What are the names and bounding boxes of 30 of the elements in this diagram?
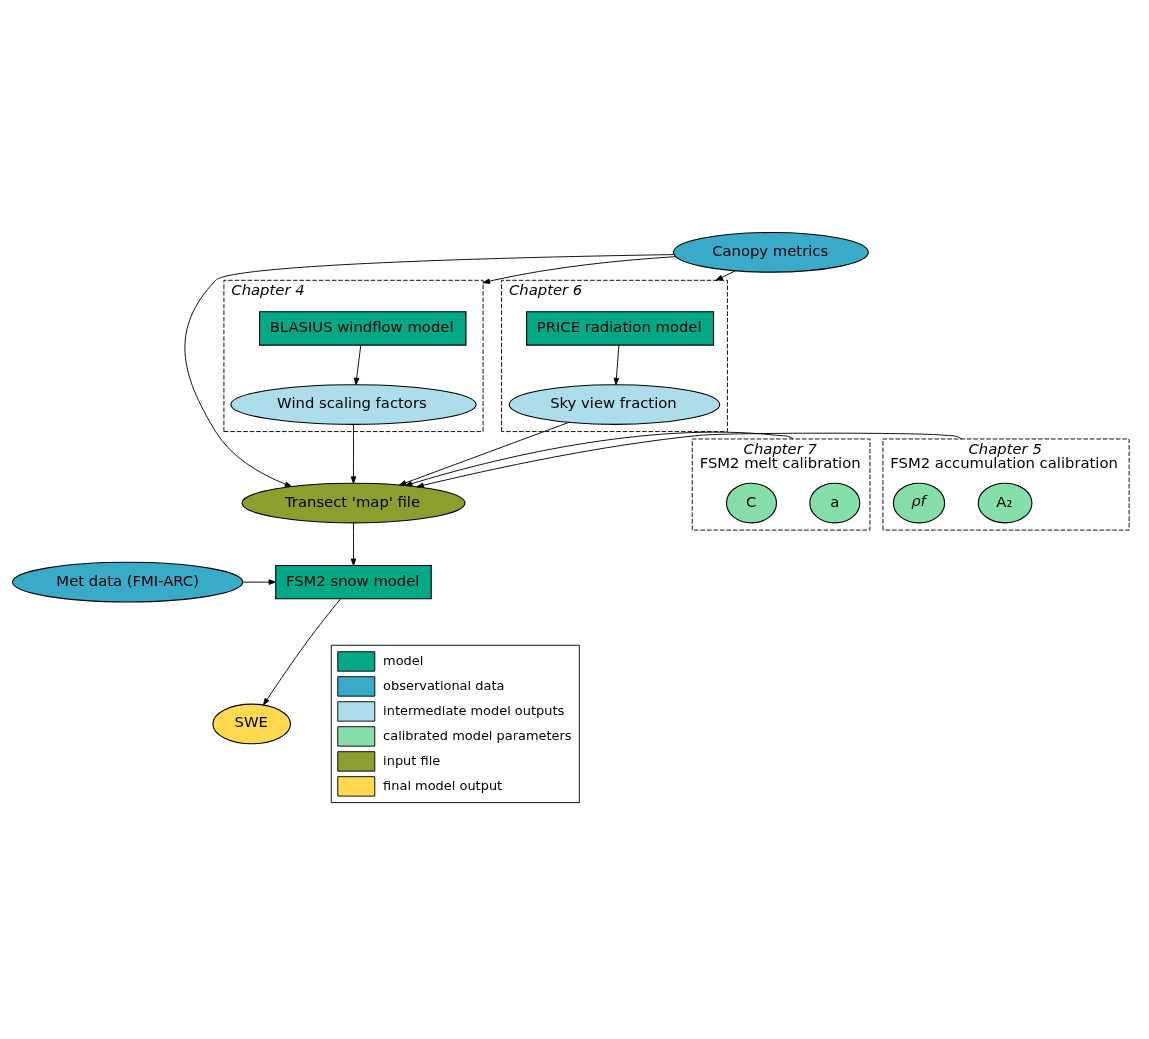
arrow [242, 579, 276, 585]
node-ellipse: Met data (FMI-ARC) [11, 561, 244, 603]
node-ellipse: Sky view fraction [508, 384, 721, 425]
arrow [416, 432, 963, 488]
arrow [263, 598, 341, 706]
arrow [613, 344, 620, 386]
legend-label: input file [383, 752, 441, 768]
node-ellipse: SWE [212, 703, 292, 745]
node-ellipse: a [809, 482, 861, 524]
node-box: BLASIUS windflow model [259, 311, 467, 346]
arrow [398, 421, 570, 486]
node-ellipse: A₂ [977, 482, 1033, 524]
node-ellipse: Wind scaling factors [230, 384, 477, 425]
arrow [715, 270, 737, 281]
arrow [482, 256, 676, 284]
legend-label: intermediate model outputs [383, 702, 565, 718]
legend-label: model [383, 652, 424, 668]
arrow [353, 344, 362, 386]
legend-label: final model output [383, 777, 503, 793]
node-box: PRICE radiation model [526, 311, 715, 346]
legend-label: calibrated model parameters [383, 727, 572, 743]
arrow [350, 423, 357, 484]
legend-label: observational data [383, 677, 505, 693]
node-ellipse: Canopy metrics [673, 231, 869, 273]
node-ellipse: C [725, 482, 778, 524]
node-ellipse: ρf [892, 482, 946, 524]
arrow [350, 522, 357, 566]
arrow [404, 431, 794, 487]
node-box: FSM2 snow model [275, 564, 432, 600]
arrow [184, 254, 675, 488]
